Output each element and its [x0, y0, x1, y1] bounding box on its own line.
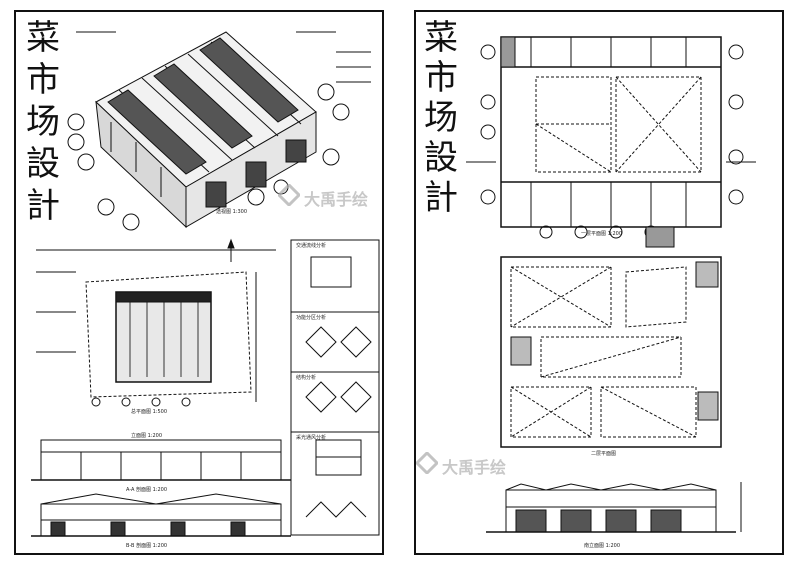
south-elevation — [486, 482, 742, 533]
title-char-1: 菜 — [26, 18, 60, 58]
caption-south-elevation: 南立面图 1:200 — [584, 543, 620, 549]
caption-second-floor-plan: 二层平面图 — [591, 451, 617, 457]
title-char-1: 菜 — [424, 18, 458, 58]
watermark-logo-icon — [416, 452, 438, 474]
watermark-logo-icon — [278, 184, 300, 206]
caption-perspective: 透视图 1:300 — [216, 209, 247, 215]
second-floor-plan — [500, 256, 722, 448]
title-char-2: 市 — [26, 60, 60, 100]
title-char-3: 场 — [424, 98, 458, 138]
perspective-drawing — [67, 31, 371, 231]
analysis-diagrams — [290, 239, 380, 536]
watermark-text: 大禹手绘 — [442, 458, 507, 477]
title-char-2: 市 — [424, 58, 458, 98]
elevation-and-sections — [31, 439, 291, 537]
site-plan-drawing — [36, 238, 276, 407]
analysis-label-circulation: 交通流线分析 — [296, 243, 327, 249]
left-board-drawings — [31, 31, 380, 537]
title-char-3: 场 — [26, 102, 60, 142]
analysis-label-structure: 结构分析 — [296, 375, 317, 381]
title-char-5: 計 — [26, 186, 60, 226]
right-design-board: 菜 市 场 設 計 — [414, 10, 784, 555]
analysis-label-function: 功能分区分析 — [296, 315, 327, 321]
title-char-4: 設 — [26, 144, 60, 184]
right-board-drawings — [466, 36, 756, 533]
caption-site-plan: 总平面图 1:500 — [131, 409, 167, 415]
first-floor-plan — [466, 36, 756, 248]
title-char-5: 計 — [424, 178, 458, 218]
caption-section-aa: A-A 剖面图 1:200 — [126, 487, 168, 493]
title-char-4: 設 — [424, 138, 458, 178]
caption-section-bb: B-B 剖面图 1:200 — [126, 543, 168, 549]
analysis-label-lighting: 采光通风分析 — [296, 435, 327, 441]
caption-elevation: 立面图 1:200 — [131, 433, 162, 439]
left-design-board: 菜 市 场 設 計 — [14, 10, 384, 555]
watermark-text: 大禹手绘 — [304, 190, 369, 209]
caption-first-floor-plan: 一层平面图 1:200 — [581, 231, 622, 237]
